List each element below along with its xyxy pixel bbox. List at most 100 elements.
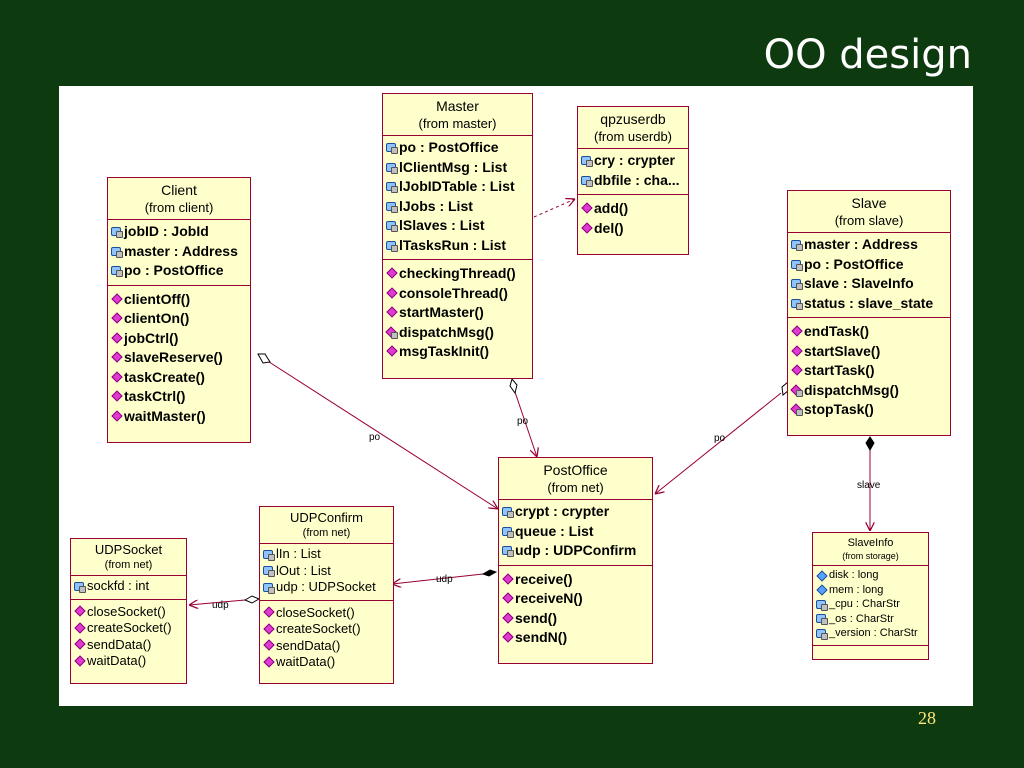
operation-text: createSocket() — [87, 620, 172, 635]
operation-text: endTask() — [804, 323, 870, 339]
operation-row: jobCtrl() — [108, 329, 250, 349]
aggregation-diamond — [243, 595, 261, 604]
operation-icon — [791, 385, 803, 397]
aggregation-diamond — [509, 377, 518, 395]
attribute-text: _cpu : CharStr — [829, 598, 900, 610]
class-name: UDPConfirm — [290, 510, 363, 525]
operation-row: sendN() — [499, 628, 652, 648]
operation-row: dispatchMsg() — [788, 381, 950, 401]
class-package: (from net) — [547, 480, 604, 495]
attribute-text: slave : SlaveInfo — [804, 275, 914, 291]
attribute-icon — [386, 181, 398, 194]
operation-icon — [263, 607, 274, 618]
page-number: 28 — [918, 708, 936, 728]
operation-icon — [111, 391, 122, 402]
attribute-text: lOut : List — [276, 562, 331, 578]
operation-row: consoleThread() — [383, 284, 532, 304]
operation-text: slaveReserve() — [124, 349, 223, 365]
operation-text: startMaster() — [399, 304, 484, 320]
attribute-text: master : Address — [124, 242, 238, 259]
attribute-text: po : PostOffice — [399, 139, 499, 155]
attribute-icon — [386, 201, 398, 213]
attribute-text: po : PostOffice — [804, 255, 904, 272]
operation-text: msgTaskInit() — [399, 343, 489, 359]
attribute-row: lTasksRun : List — [383, 236, 532, 256]
attribute-row: sockfd : int — [71, 578, 186, 595]
attribute-row: lIn : List — [260, 546, 393, 563]
operation-row: clientOff() — [108, 290, 250, 310]
attribute-row: queue : List — [499, 522, 652, 542]
operation-text: startTask() — [804, 362, 875, 378]
operation-icon — [386, 288, 397, 299]
operation-text: add() — [594, 200, 629, 216]
operation-icon — [502, 613, 513, 624]
operation-icon — [111, 313, 122, 324]
attribute-icon — [816, 584, 827, 595]
class-package: (from master) — [418, 116, 497, 131]
operation-text: waitData() — [87, 653, 147, 668]
operation-list — [813, 646, 928, 666]
attribute-icon — [791, 298, 803, 310]
attribute-text: lSlaves : List — [399, 217, 485, 233]
attribute-icon — [816, 613, 828, 626]
attribute-text: _version : CharStr — [829, 627, 918, 639]
attribute-row: po : PostOffice — [383, 138, 532, 158]
attribute-row: lJobIDTable : List — [383, 177, 532, 197]
operation-row: slaveReserve() — [108, 348, 250, 368]
attribute-row: dbfile : cha... — [578, 171, 688, 191]
attribute-icon — [386, 240, 398, 252]
class-package: (from client) — [144, 200, 214, 215]
attribute-text: udp : UDPSocket — [276, 579, 376, 594]
operation-text: waitData() — [276, 654, 336, 669]
attribute-text: po : PostOffice — [124, 262, 224, 278]
attribute-row: cry : crypter — [578, 151, 688, 171]
operation-icon — [502, 632, 513, 643]
class-udpsocket[interactable]: UDPSocket(from net) sockfd : int closeSo… — [70, 538, 187, 684]
operation-list: receive()receiveN()send()sendN() — [499, 566, 652, 650]
operation-row: startMaster() — [383, 303, 532, 323]
operation-row: closeSocket() — [71, 604, 186, 621]
operation-icon — [111, 333, 122, 344]
operation-row: waitData() — [260, 654, 393, 671]
operation-icon — [386, 268, 397, 279]
operation-text: waitMaster() — [124, 407, 206, 424]
operation-row: waitMaster() — [108, 407, 250, 427]
composition-diamond — [865, 436, 875, 452]
attribute-icon — [111, 246, 123, 258]
slide-title: OO design — [763, 32, 972, 78]
attribute-icon — [74, 581, 86, 593]
attribute-icon — [791, 239, 803, 252]
attribute-icon — [386, 162, 398, 174]
operation-text: send() — [515, 609, 557, 626]
attribute-text: master : Address — [804, 236, 918, 252]
class-name: PostOffice — [543, 462, 608, 478]
attribute-text: sockfd : int — [87, 578, 150, 593]
attribute-row: disk : long — [813, 568, 928, 583]
operation-text: closeSocket() — [276, 604, 355, 620]
attribute-row: po : PostOffice — [108, 261, 250, 281]
link-master-postoffice: po — [509, 377, 537, 457]
operation-icon — [74, 656, 85, 667]
class-package: (from userdb) — [593, 129, 673, 144]
operation-row: waitData() — [71, 653, 186, 670]
operation-icon — [502, 574, 513, 585]
link-label-udpconfirm-udp: udp — [212, 600, 229, 611]
operation-row: sendData() — [260, 638, 393, 655]
attribute-text: lJobs : List — [399, 197, 473, 214]
operation-text: startSlave() — [804, 342, 881, 359]
attribute-icon — [502, 506, 514, 519]
link-slave-slaveinfo: slave — [857, 436, 881, 531]
attribute-row: status : slave_state — [788, 294, 950, 314]
attribute-icon — [263, 565, 275, 578]
